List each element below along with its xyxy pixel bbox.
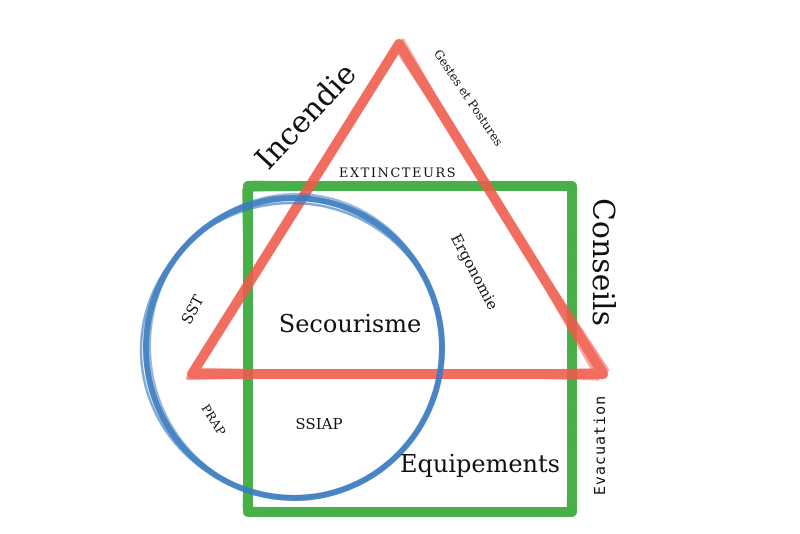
label-prap: PRAP: [198, 402, 228, 438]
red-triangle-shape: [186, 38, 609, 381]
label-conseils: Conseils: [585, 198, 620, 326]
label-sst: SST: [178, 292, 208, 327]
label-equipements: Equipements: [400, 450, 560, 478]
blue-circle-shape: [139, 193, 445, 501]
label-extincteurs: EXTINCTEURS: [339, 166, 457, 181]
label-evacuation: Evacuation: [591, 395, 609, 495]
label-incendie: Incendie: [248, 56, 363, 176]
label-ergonomie: Ergonomie: [447, 231, 502, 313]
label-ssiap: SSIAP: [295, 415, 342, 433]
label-secourisme: Secourisme: [279, 310, 421, 338]
label-gestes-et-postures: Gestes et Postures: [431, 47, 506, 149]
green-square-shape: [242, 180, 577, 517]
